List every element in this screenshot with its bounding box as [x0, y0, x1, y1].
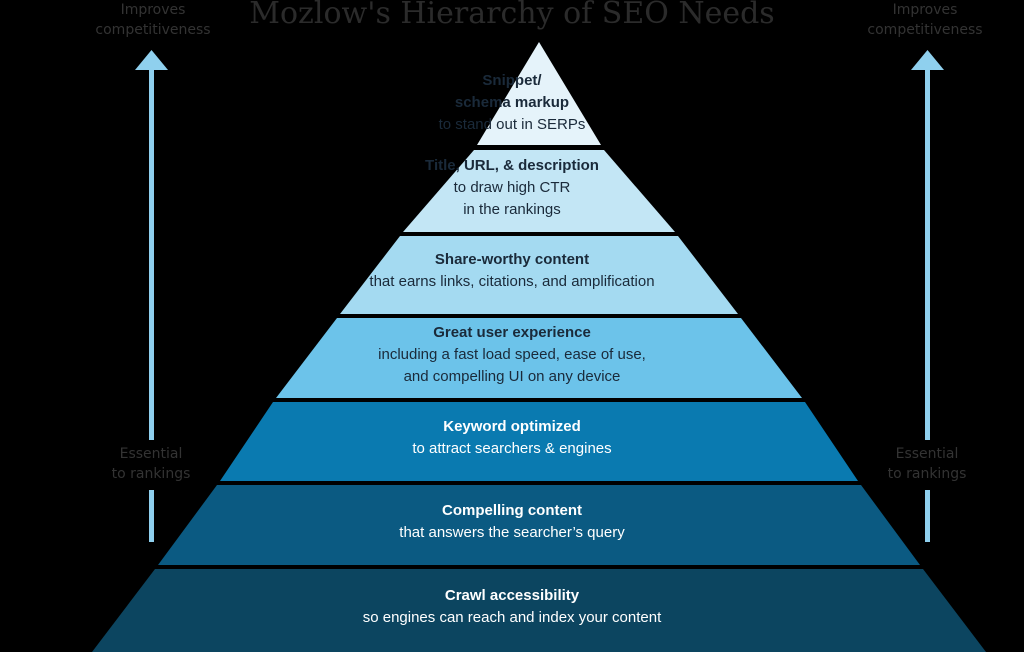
- tier-1-text: Snippet/ schema markup to stand out in S…: [0, 70, 1024, 136]
- tier-1-shape: [477, 42, 601, 145]
- tier-3-shape: [340, 236, 738, 314]
- left-top-label-line-2: competitiveness: [95, 22, 211, 38]
- right-arrow-head: [911, 50, 944, 70]
- tier-7-text: Crawl accessibility so engines can reach…: [0, 585, 1024, 629]
- left-arrow-shaft-lower: [149, 490, 154, 542]
- tier-1-heading-line-1: Snippet/: [482, 72, 542, 89]
- right-bottom-label-line-1: Essential: [895, 446, 959, 462]
- tier-3-text: Share-worthy content that earns links, c…: [0, 249, 1024, 293]
- left-top-label: Improves competitiveness: [83, 0, 223, 40]
- tier-2-shape: [403, 150, 675, 232]
- left-arrow-shaft-upper: [149, 68, 154, 440]
- tier-6-shape: [158, 485, 920, 565]
- tier-6-heading: Compelling content: [442, 502, 582, 519]
- left-bottom-label: Essential to rankings: [81, 444, 221, 484]
- tier-4-shape: [276, 318, 802, 398]
- tier-3-heading: Share-worthy content: [434, 251, 590, 268]
- tier-7-sub-line-1: so engines can reach and index your cont…: [362, 609, 662, 626]
- left-top-label-line-1: Improves: [120, 2, 186, 18]
- right-top-label-line-2: competitiveness: [867, 22, 983, 38]
- right-arrow-shaft-upper: [925, 68, 930, 440]
- tier-7-shape: [92, 569, 986, 652]
- tier-5-text: Keyword optimized to attract searchers &…: [0, 416, 1024, 460]
- right-bottom-label: Essential to rankings: [857, 444, 997, 484]
- tier-5-shape: [220, 402, 858, 481]
- tier-2-heading: Title, URL, & description: [425, 157, 599, 174]
- tier-1-sub-line-1: to stand out in SERPs: [438, 116, 586, 133]
- right-top-label: Improves competitiveness: [855, 0, 995, 40]
- tier-7-heading: Crawl accessibility: [444, 587, 580, 604]
- right-bottom-label-line-2: to rankings: [887, 466, 967, 482]
- tier-2-sub-line-1: to draw high CTR: [453, 179, 571, 196]
- right-arrow-shaft-lower: [925, 490, 930, 542]
- tier-4-heading: Great user experience: [433, 324, 591, 341]
- diagram-title: Mozlow's Hierarchy of SEO Needs: [249, 0, 775, 31]
- tier-3-sub-line-1: that earns links, citations, and amplifi…: [369, 273, 655, 290]
- tier-4-text: Great user experience including a fast l…: [0, 322, 1024, 388]
- tier-4-sub-line-2: and compelling UI on any device: [403, 368, 621, 385]
- left-bottom-label-line-1: Essential: [119, 446, 183, 462]
- left-bottom-label-line-2: to rankings: [111, 466, 191, 482]
- tier-6-text: Compelling content that answers the sear…: [0, 500, 1024, 544]
- tier-1-heading-line-2: schema markup: [454, 94, 570, 111]
- tier-2-sub-line-2: in the rankings: [463, 201, 561, 218]
- tier-5-sub-line-1: to attract searchers & engines: [412, 440, 612, 457]
- tier-5-heading: Keyword optimized: [443, 418, 581, 435]
- tier-4-sub-line-1: including a fast load speed, ease of use…: [378, 346, 646, 363]
- left-arrow-head: [135, 50, 168, 70]
- tier-6-sub-line-1: that answers the searcher’s query: [399, 524, 625, 541]
- right-top-label-line-1: Improves: [892, 2, 958, 18]
- tier-2-text: Title, URL, & description to draw high C…: [0, 155, 1024, 221]
